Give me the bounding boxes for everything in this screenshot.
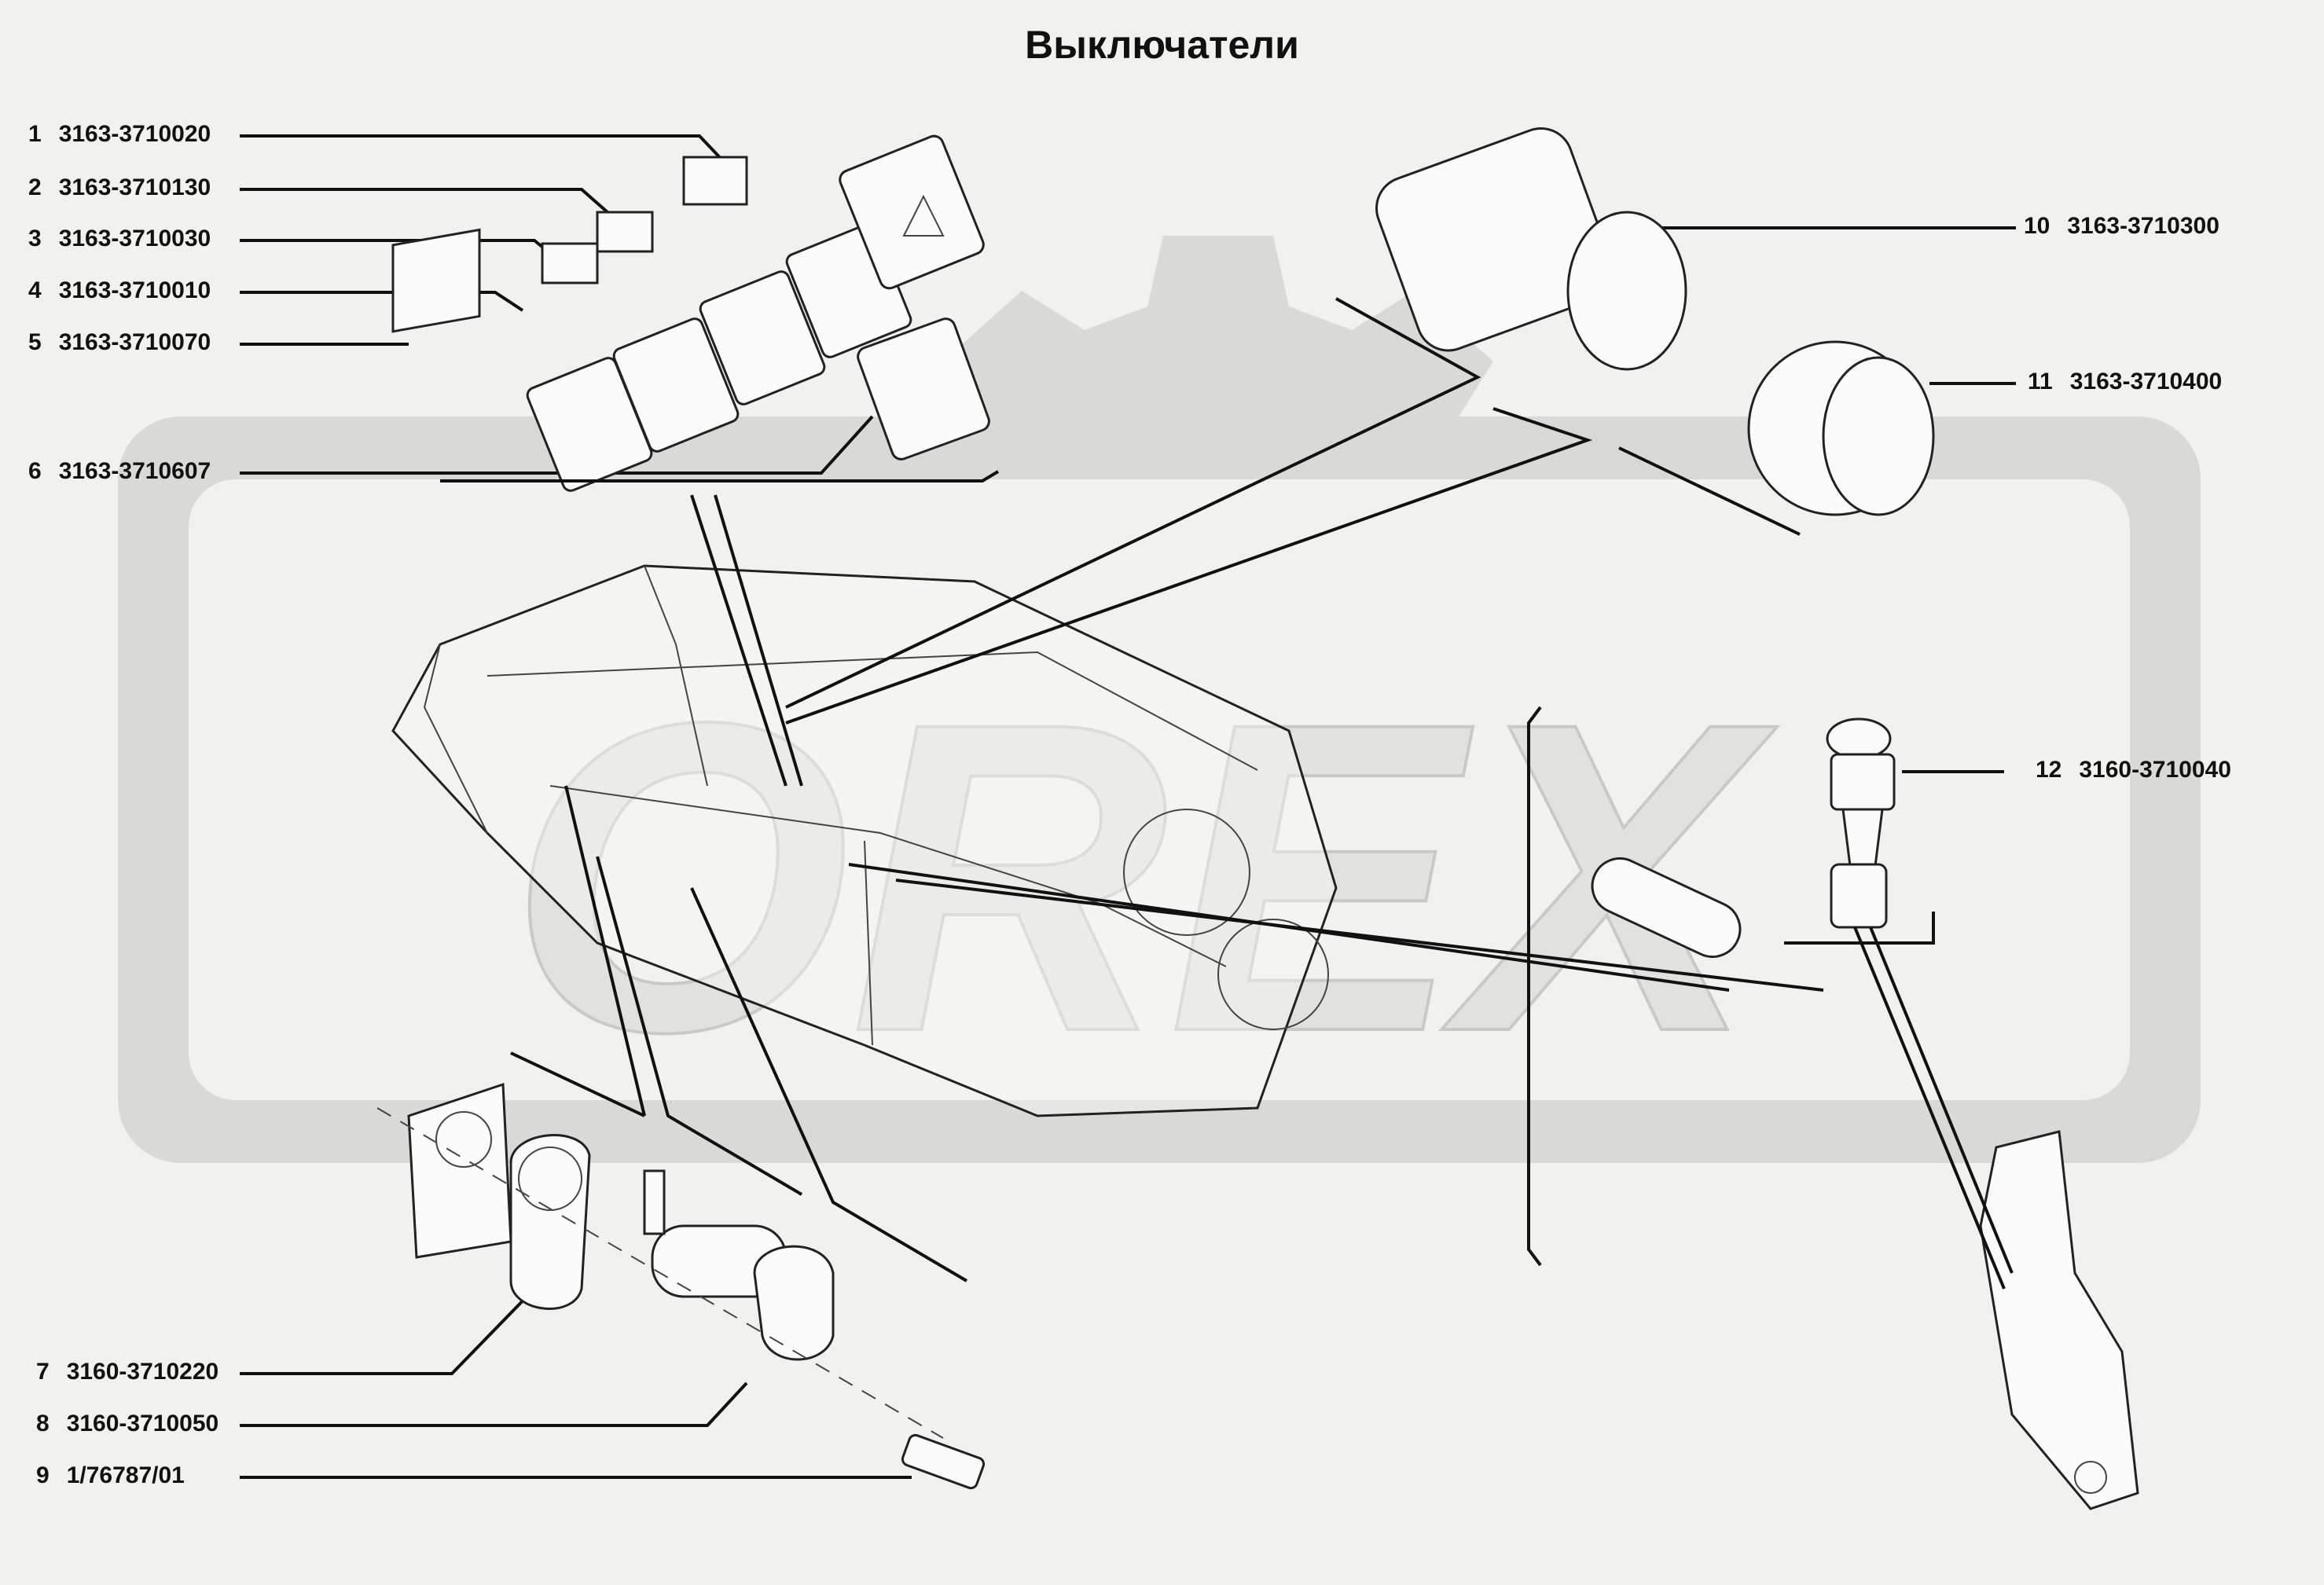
blank-plug xyxy=(857,317,990,460)
pressure-switch-assembly xyxy=(1591,717,2139,1510)
vehicle-body xyxy=(391,564,1338,1117)
round-switches xyxy=(1375,127,1935,516)
watermark-text: OREX xyxy=(508,631,1778,1123)
switch-block xyxy=(391,134,985,492)
page-title: Выключатели xyxy=(1025,23,1299,67)
door-switch-assembly xyxy=(376,1082,986,1490)
watermark-logo: OREX xyxy=(118,236,2201,1163)
connection-lines xyxy=(440,297,1824,1282)
